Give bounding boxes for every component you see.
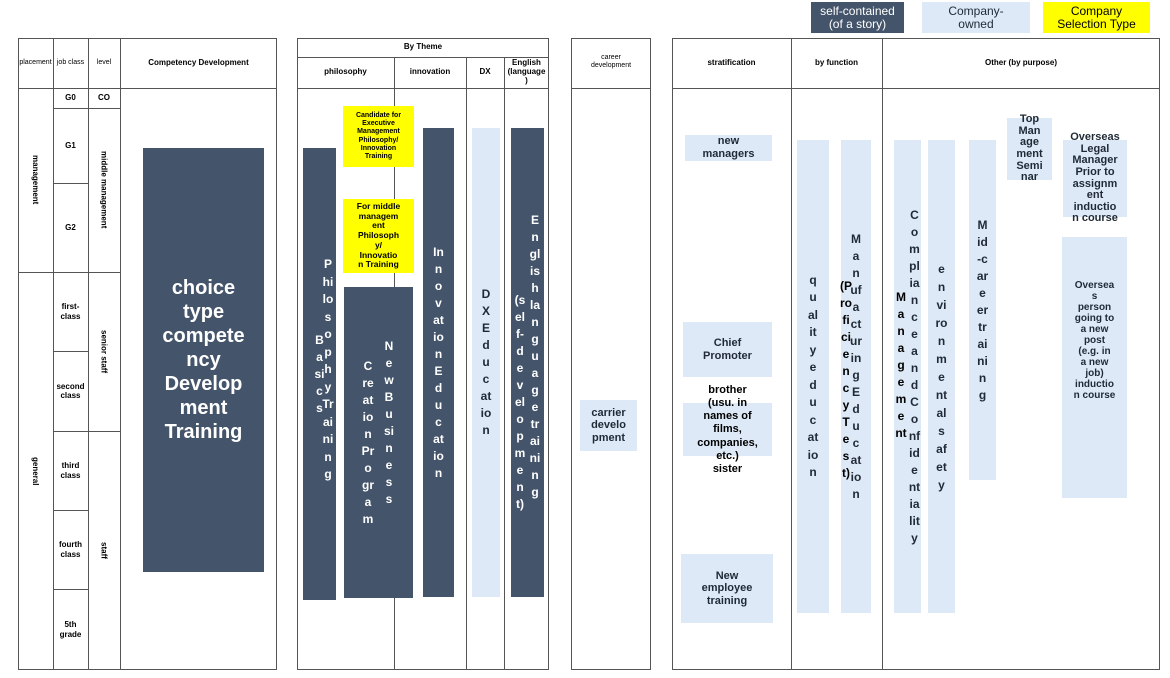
level-co: CO: [98, 93, 110, 103]
new-employee-box: New employee training: [681, 554, 773, 623]
theme-col-english: English (language ): [507, 58, 546, 85]
middle-mgmt-box: For middle managem ent Philosoph y/ Inno…: [343, 199, 414, 273]
theme-col-philosophy: philosophy: [324, 67, 367, 77]
management-label: Management: [895, 289, 907, 440]
overseas-legal-manager: Overseas Legal Manager Prior to assignm …: [1063, 132, 1127, 224]
theme-table: [297, 38, 549, 670]
header-by-function: by function: [814, 57, 859, 67]
dx-education-bar: DX Education: [472, 128, 500, 597]
theme-col-innovation: innovation: [409, 67, 451, 77]
grade-third-class: third class: [60, 461, 81, 480]
legend-company-owned: Company- owned: [922, 2, 1030, 33]
mid-career-bar: Mid-career training: [969, 140, 996, 480]
career-table: [571, 38, 651, 670]
candidate-exec-box: Candidate for Executive Management Philo…: [343, 106, 414, 167]
grade-first-class: first- class: [60, 302, 81, 321]
choice-competency-bar: choice type compete ncy Develop ment Tra…: [143, 148, 264, 572]
level-staff: staff: [99, 542, 109, 559]
manufacturing-education-bar: Manufacturing Education: [841, 140, 871, 613]
header-other: Other (by purpose): [984, 57, 1057, 67]
placement-management: management: [31, 155, 40, 205]
grade-fourth-class: fourth class: [58, 540, 83, 559]
basics-bar: Basics: [303, 148, 336, 600]
english-training-bar: (self-development) English language trai…: [511, 128, 544, 597]
proficiency-test-label: (Proficiency Test): [840, 279, 852, 480]
placement-general: general: [31, 456, 40, 486]
header-placement: placement: [19, 59, 52, 67]
grade-g2: G2: [65, 222, 76, 232]
level-middle-management: middle management: [99, 151, 109, 229]
header-job-class: job class: [56, 59, 85, 67]
theme-title: By Theme: [403, 42, 443, 52]
left-table: [18, 38, 277, 670]
legend-self-contained: self-contained (of a story): [811, 2, 904, 33]
brother-sister-text: brother (usu. in names of films, compani…: [697, 383, 758, 475]
overseas-person-new-post: Oversea s person going to a new post (e.…: [1062, 237, 1127, 498]
quality-education-bar: quality education: [797, 140, 829, 613]
header-stratification: stratification: [707, 57, 756, 67]
level-senior-staff: senior staff: [99, 329, 109, 374]
top-management-seminar: Top Man age ment Semi nar: [1007, 114, 1052, 183]
environmental-safety-bar: environmental safety: [928, 140, 955, 613]
header-competency: Competency Development: [148, 57, 249, 67]
chief-promoter-box: Chief Promoter: [683, 322, 772, 377]
header-level: level: [96, 59, 112, 67]
career-header: career development: [590, 54, 632, 69]
legend-company-selection: Company Selection Type: [1043, 2, 1150, 33]
career-development-box: carrier develo pment: [580, 400, 637, 451]
philosophy-training-label: Philosophy Training: [322, 257, 334, 482]
compliance-bar: Compliance and Confidentiality: [894, 140, 921, 613]
right-table: [672, 38, 1160, 670]
new-managers-box: new managers: [685, 135, 772, 161]
grade-5th: 5th grade: [59, 620, 82, 639]
grade-second-class: second class: [56, 381, 85, 400]
grade-g0: G0: [65, 93, 76, 103]
grade-g1: G1: [65, 140, 76, 150]
creation-program-bar: Creation Program New Business: [344, 287, 413, 598]
theme-col-dx: DX: [479, 67, 491, 77]
brother-sister-box: [683, 403, 772, 456]
innovation-education-bar: Innovation Education: [423, 128, 454, 597]
